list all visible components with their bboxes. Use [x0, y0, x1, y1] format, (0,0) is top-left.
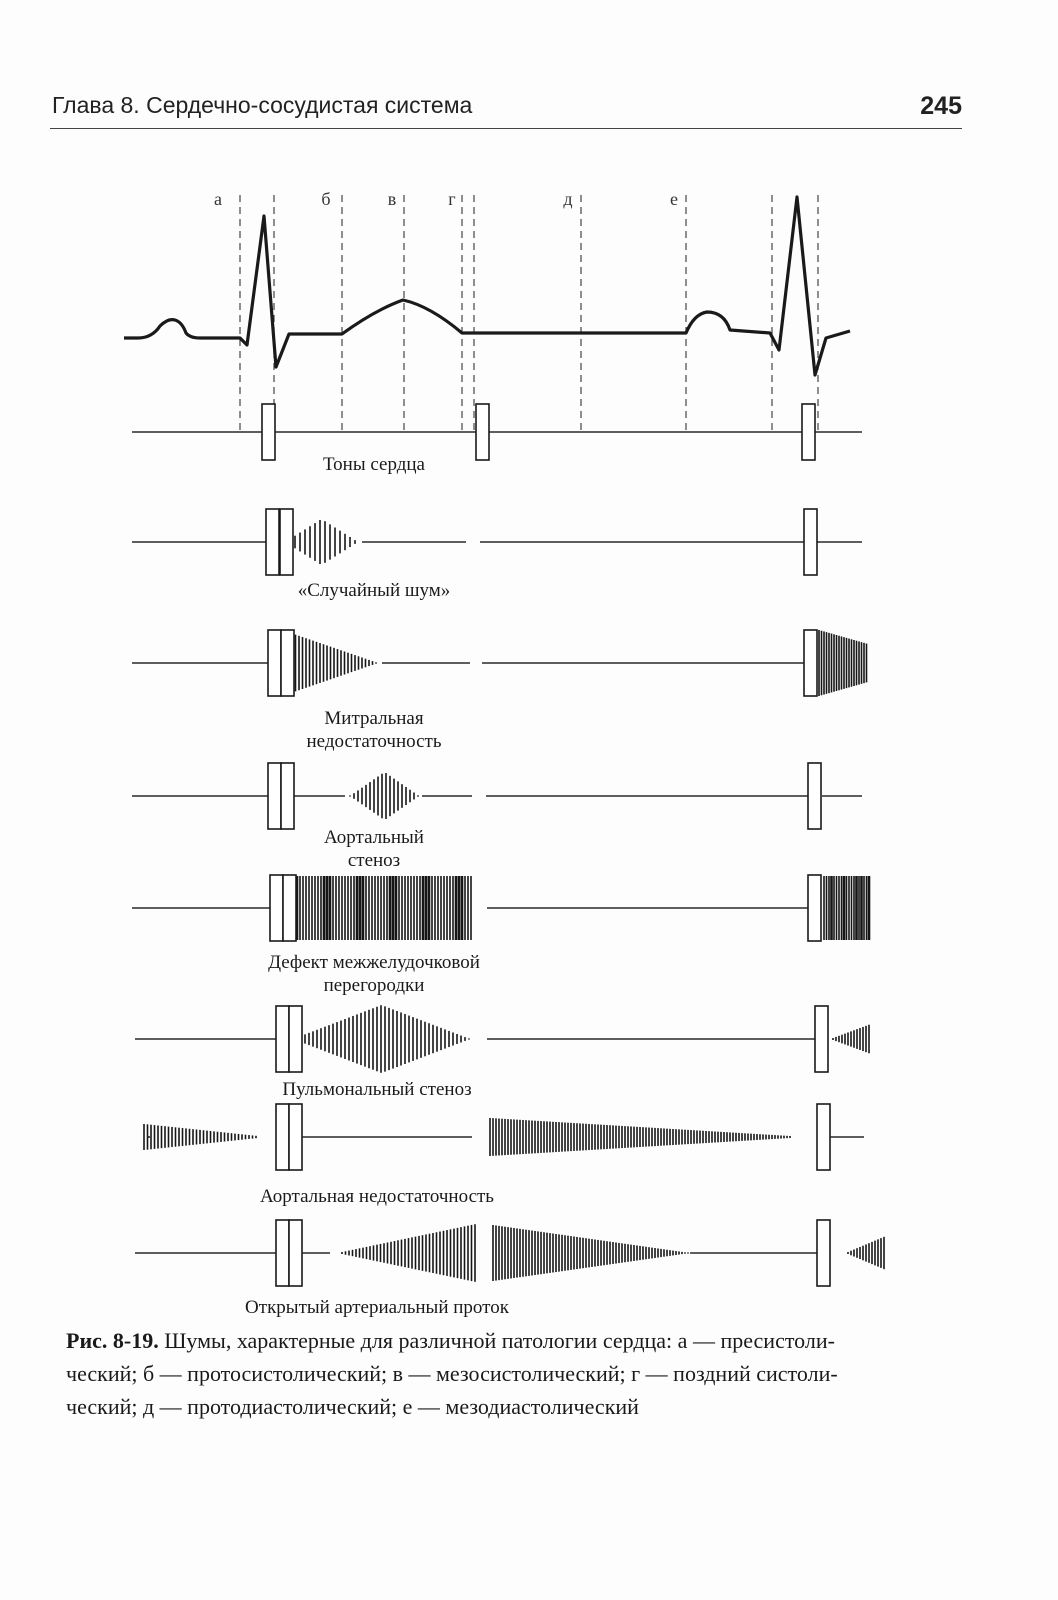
page-number: 245 — [920, 92, 962, 120]
figure-caption: Рис. 8-19. Шумы, характерные для различн… — [66, 1324, 966, 1423]
heart-sound-box — [475, 403, 490, 461]
row-label: «Случайный шум» — [298, 580, 451, 601]
heart-sound-box — [807, 874, 822, 942]
row-label: перегородки — [324, 975, 425, 996]
heart-sound-box — [807, 762, 822, 830]
heart-sound-box — [803, 508, 818, 576]
heart-sound-box — [816, 1103, 831, 1171]
murmur-diagram: а б в г д е Тоны сердца «Случайный шум» Митраль… — [124, 189, 885, 1318]
heart-sound-box — [275, 1219, 290, 1287]
heart-sound-box — [288, 1103, 303, 1171]
heart-sound-box — [803, 629, 818, 697]
row-label: Открытый артериальный проток — [245, 1297, 510, 1318]
heart-sound-box — [282, 874, 297, 942]
murmur-row: Тоны сердца — [132, 403, 862, 475]
murmur-row: Пульмональный стеноз — [135, 1005, 870, 1100]
caption-label: Рис. 8-19. — [66, 1328, 159, 1353]
heart-sound-box — [275, 1103, 290, 1171]
row-label: Дефект межжелудочковой — [268, 952, 480, 973]
heart-sound-box — [288, 1005, 303, 1073]
heart-sound-box — [261, 403, 276, 461]
row-label: Аортальная недостаточность — [260, 1186, 494, 1207]
heart-sound-box — [816, 1219, 831, 1287]
header-rule — [50, 128, 962, 129]
phase-letter: е — [670, 189, 678, 209]
row-label: Пульмональный стеноз — [282, 1079, 471, 1100]
phase-letter: а — [214, 189, 222, 209]
murmur-row: Открытый артериальный проток — [135, 1219, 885, 1318]
row-label: Тоны сердца — [323, 454, 426, 475]
phase-letters: а б в г д е — [214, 189, 678, 209]
heart-sound-box — [275, 1005, 290, 1073]
row-label: Аортальный — [324, 827, 424, 848]
caption-line-2: ческий; б — протосистолический; в — мезо… — [66, 1361, 838, 1386]
row-label: Митральная — [324, 708, 423, 729]
chapter-title: Глава 8. Сердечно-сосудистая система — [52, 92, 473, 118]
caption-line-3: ческий; д — протодиастолический; е — мез… — [66, 1394, 639, 1419]
heart-sound-box — [267, 762, 282, 830]
heart-sound-box — [801, 403, 816, 461]
heart-sound-box — [269, 874, 284, 942]
row-label: недостаточность — [306, 731, 441, 752]
heart-sound-box — [280, 629, 295, 697]
murmur-row: «Случайный шум» — [132, 508, 862, 601]
phase-dashed-lines — [239, 195, 819, 432]
ecg-trace — [124, 195, 851, 377]
heart-sound-box — [279, 508, 294, 576]
phase-letter: д — [563, 189, 572, 209]
heart-sound-box — [814, 1005, 829, 1073]
heart-sound-box — [288, 1219, 303, 1287]
row-label: стеноз — [348, 850, 400, 871]
heart-sound-box — [267, 629, 282, 697]
caption-line-1: Шумы, характерные для различной патологи… — [158, 1328, 835, 1353]
murmur-row: Аортальная недостаточность — [143, 1103, 864, 1207]
phase-letter: г — [448, 189, 455, 209]
heart-sound-box — [280, 762, 295, 830]
phase-letter: б — [321, 189, 330, 209]
phase-letter: в — [388, 189, 397, 209]
heart-sound-box — [265, 508, 280, 576]
